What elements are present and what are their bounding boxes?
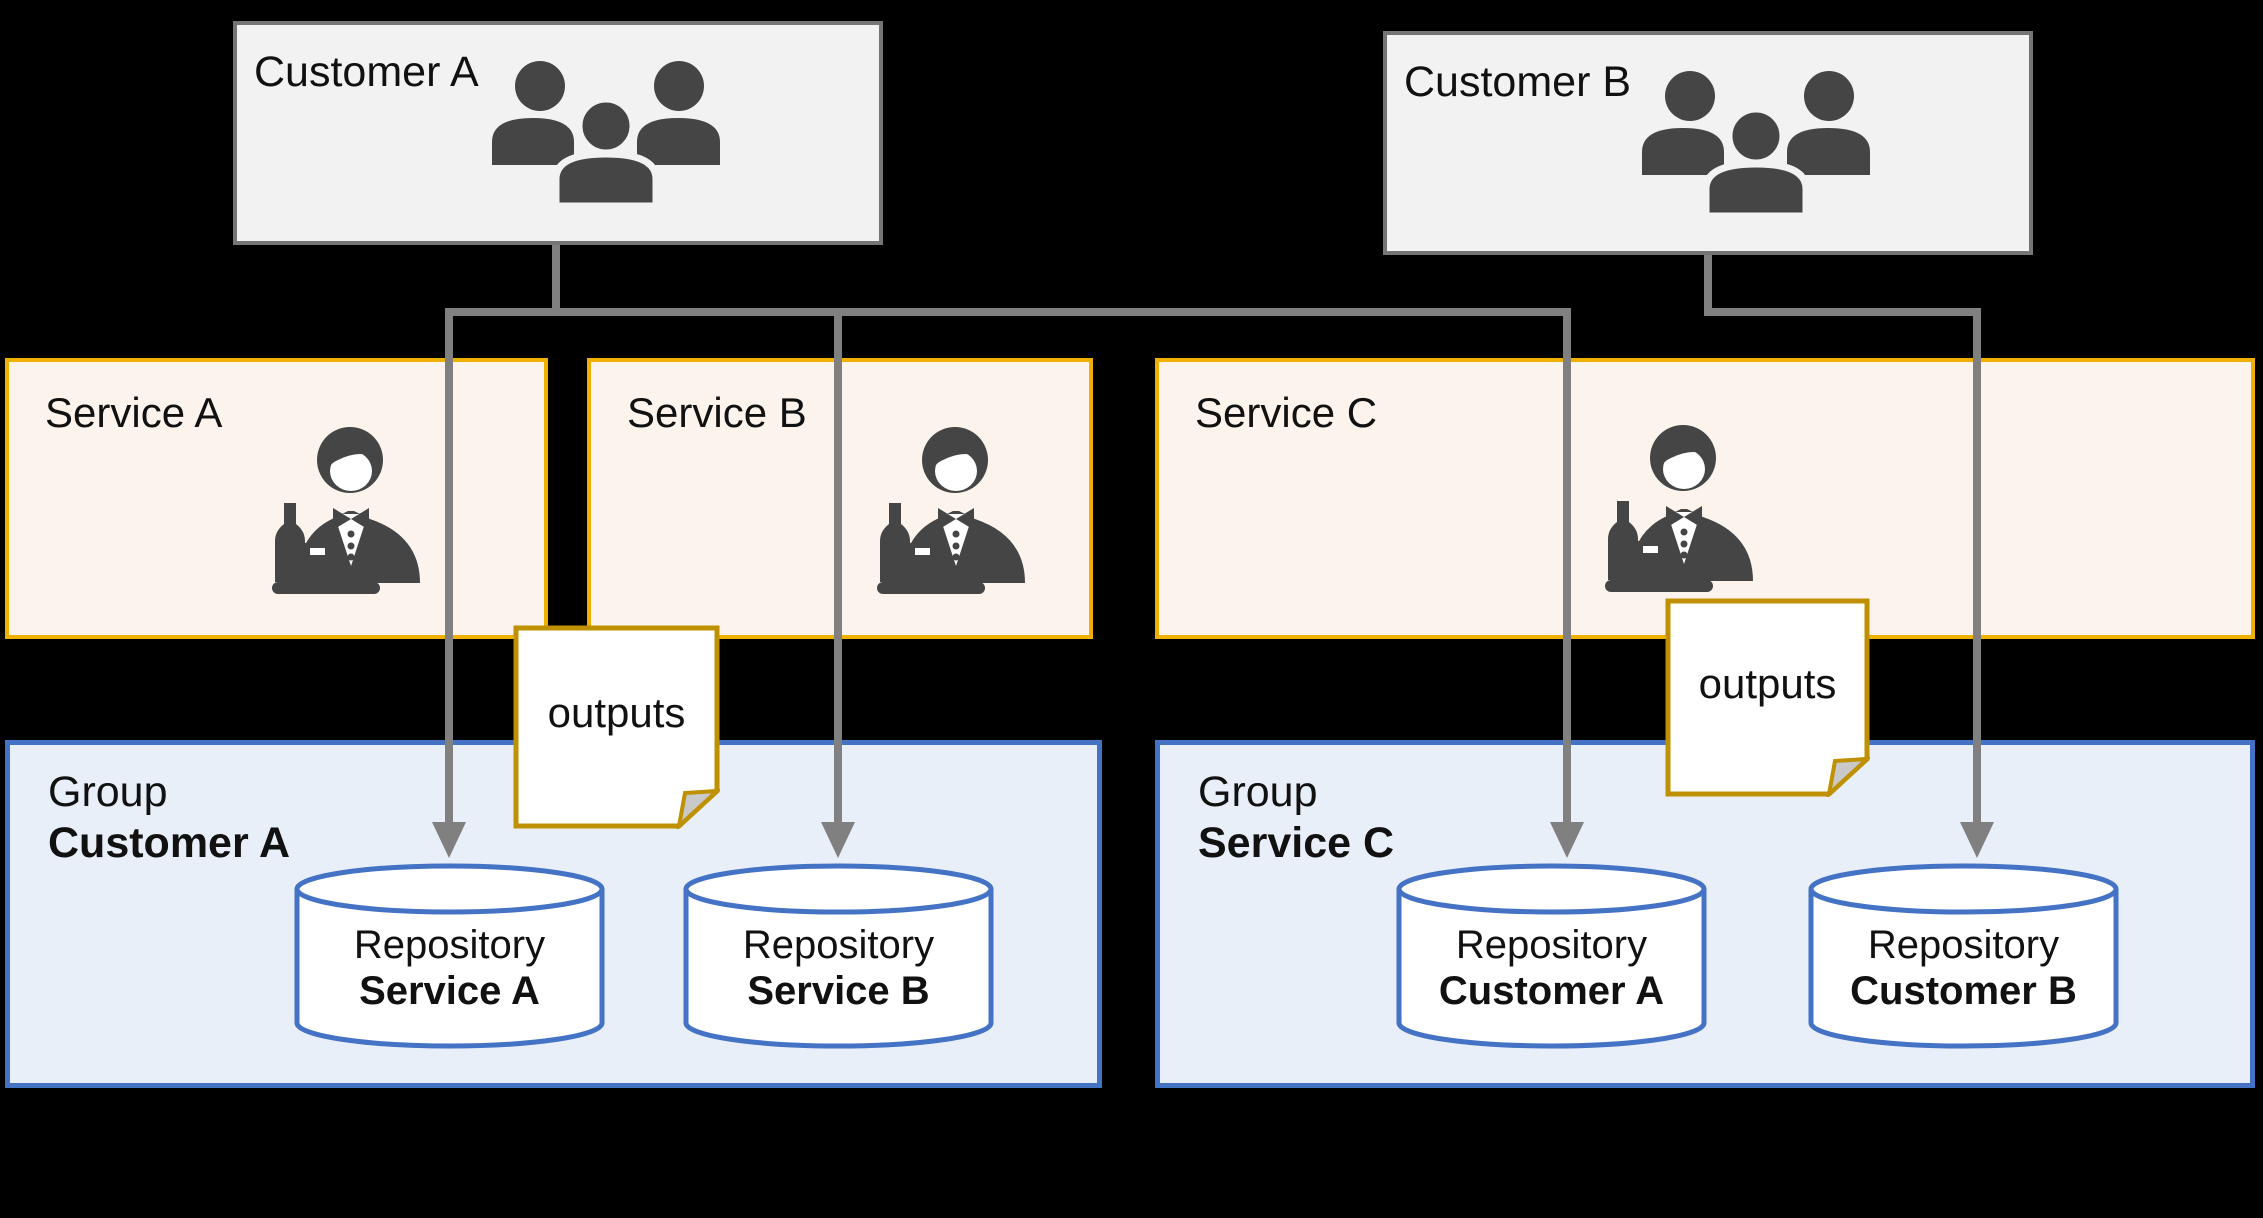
repository-customer-a-label: Repository Customer A (1438, 923, 1665, 1013)
repository-service-a-cylinder: Repository Service A (293, 862, 606, 1050)
connector-to-repo-customer-b (1973, 312, 1981, 824)
repository-customer-b-label: Repository Customer B (1850, 923, 2077, 1013)
cylinder-icon (294, 863, 605, 1049)
service-a-box: Service A (5, 358, 548, 639)
arrowhead-icon (821, 822, 855, 858)
waiter-icon (272, 427, 420, 594)
arrowhead-icon (1960, 822, 1994, 858)
repository-service-b-label: Repository Service B (742, 923, 935, 1013)
people-group-icon (1642, 71, 1870, 217)
waiter-icon (877, 427, 1025, 594)
people-group-icon (492, 61, 720, 207)
customer-a-label: Customer A (254, 48, 479, 96)
outputs-note-label: outputs (547, 688, 686, 736)
customer-a-box: Customer A (233, 21, 883, 245)
repository-service-b-cylinder: Repository Service B (682, 862, 995, 1050)
cylinder-icon (1808, 863, 2119, 1049)
cylinder-icon (1396, 863, 1707, 1049)
connector-customer-b-rail (1704, 308, 1981, 316)
repository-service-a-label: Repository Service A (353, 923, 546, 1013)
connector-to-repo-customer-a (1563, 312, 1571, 824)
repository-customer-a-cylinder: Repository Customer A (1395, 862, 1708, 1050)
connector-to-repo-service-a (445, 312, 453, 824)
note-icon (1665, 598, 1870, 797)
note-icon (513, 625, 720, 829)
customer-b-label: Customer B (1404, 58, 1632, 106)
arrowhead-icon (432, 822, 466, 858)
connector-customer-a-drop (552, 245, 560, 316)
service-a-label: Service A (45, 389, 223, 436)
waiter-icon (1605, 425, 1753, 592)
cylinder-icon (683, 863, 994, 1049)
group-service-c-label: Group Service C (1198, 768, 1395, 867)
outputs-note: outputs (1665, 598, 1870, 797)
arrowhead-icon (1550, 822, 1584, 858)
service-c-label: Service C (1195, 389, 1378, 436)
group-customer-a-label: Group Customer A (48, 768, 291, 867)
outputs-note: outputs (513, 625, 720, 829)
outputs-note-label: outputs (1698, 659, 1837, 707)
connector-customer-b-drop (1704, 255, 1712, 316)
connector-customer-a-rail (445, 308, 1571, 316)
connector-to-repo-service-b (834, 312, 842, 824)
repository-customer-b-cylinder: Repository Customer B (1807, 862, 2120, 1050)
service-c-box: Service C (1155, 358, 2255, 639)
service-b-label: Service B (627, 389, 807, 436)
customer-b-box: Customer B (1383, 31, 2033, 255)
